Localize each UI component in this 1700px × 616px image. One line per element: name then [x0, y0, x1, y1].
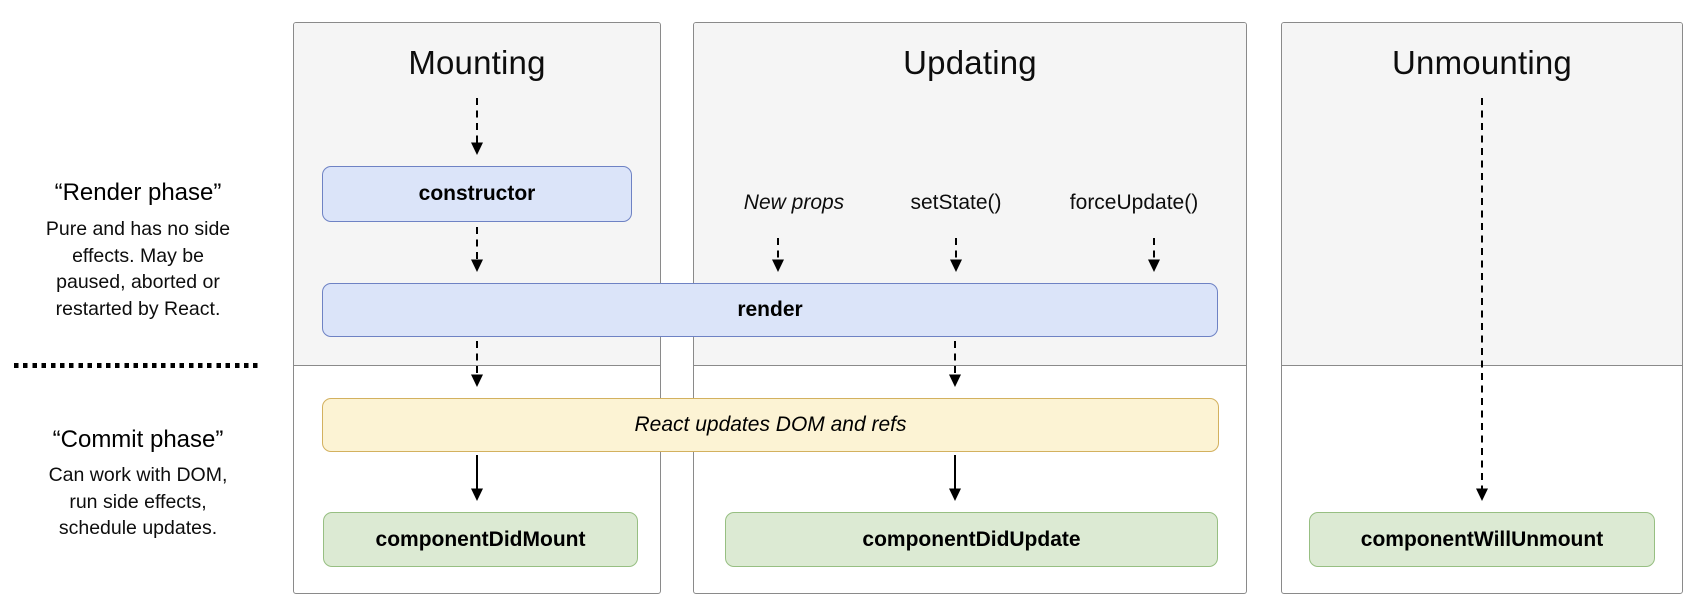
column-title-mounting: Mounting	[408, 44, 546, 81]
trigger-set-state: setState()	[910, 191, 1002, 214]
commit-phase-title: “Commit phase”	[52, 426, 224, 453]
column-title-updating: Updating	[903, 44, 1037, 81]
react-updates-dom-box: React updates DOM and refs	[322, 398, 1219, 452]
trigger-new-props: New props	[743, 191, 845, 214]
column-title-unmounting: Unmounting	[1392, 44, 1572, 81]
render-box: render	[322, 283, 1218, 337]
panel-unmounting: Unmounting	[1281, 22, 1683, 594]
phase-dotted-divider	[14, 363, 261, 368]
component-did-update-box: componentDidUpdate	[725, 512, 1218, 567]
constructor-box: constructor	[322, 166, 632, 222]
component-will-unmount-box: componentWillUnmount	[1309, 512, 1655, 567]
render-phase-title: “Render phase”	[54, 179, 222, 206]
component-did-mount-box: componentDidMount	[323, 512, 638, 567]
panel-unmounting-render-region: Unmounting	[1282, 23, 1682, 366]
commit-phase-description: Can work with DOM, run side effects, sch…	[48, 464, 228, 539]
trigger-force-update: forceUpdate()	[1069, 191, 1199, 214]
render-phase-description: Pure and has no side effects. May be pau…	[45, 218, 231, 320]
